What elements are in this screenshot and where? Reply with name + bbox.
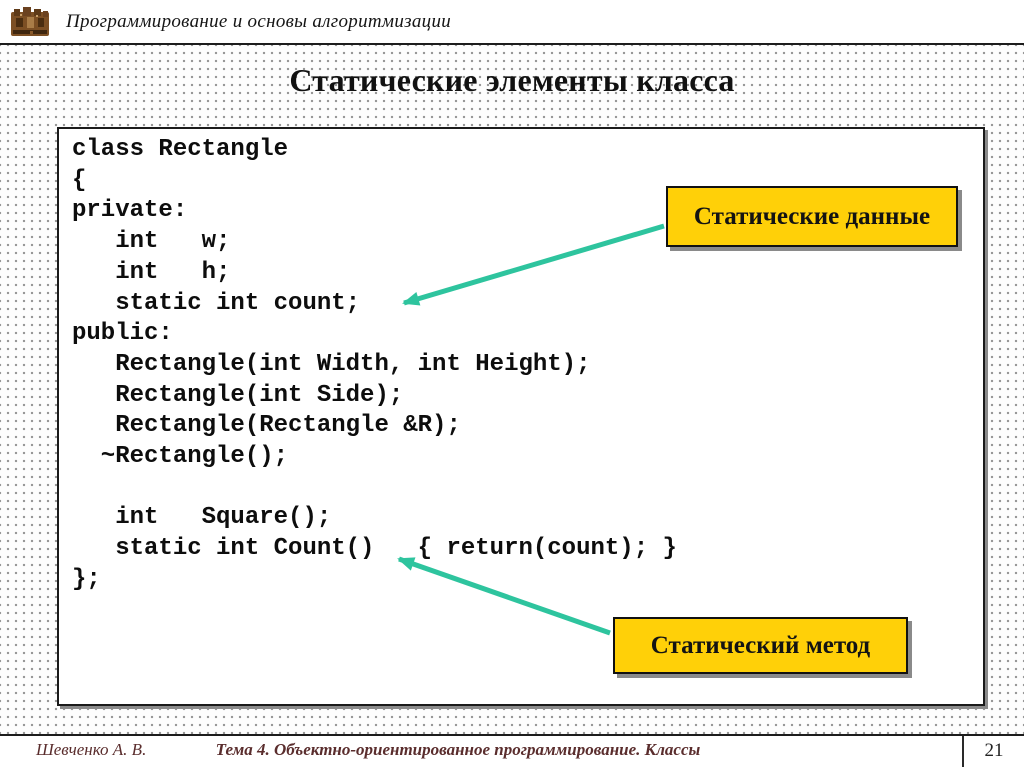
slide-body: Статические элементы класса class Rectan…: [0, 45, 1024, 734]
university-emblem-icon: [11, 7, 49, 36]
callout-static-data-label: Статические данные: [693, 202, 931, 230]
course-title: Программирование и основы алгоритмизации: [66, 10, 452, 32]
footer-divider: [962, 736, 964, 767]
footer-author: Шевченко А. В.: [36, 740, 147, 759]
footer-theme: Тема 4. Объектно-ориентированное програм…: [215, 740, 701, 759]
header-bar: Программирование и основы алгоритмизации: [0, 0, 1024, 45]
code-block: class Rectangle { private: int w; int h;…: [72, 136, 677, 593]
callout-static-method-label: Статический метод: [650, 631, 871, 659]
callout-static-data: Статические данные: [666, 186, 958, 247]
footer-bar: Шевченко А. В. Тема 4. Объектно-ориентир…: [0, 734, 1024, 767]
callout-static-method: Статический метод: [613, 617, 908, 674]
page-number: 21: [984, 740, 1004, 761]
slide-title: Статические элементы класса: [289, 62, 735, 98]
